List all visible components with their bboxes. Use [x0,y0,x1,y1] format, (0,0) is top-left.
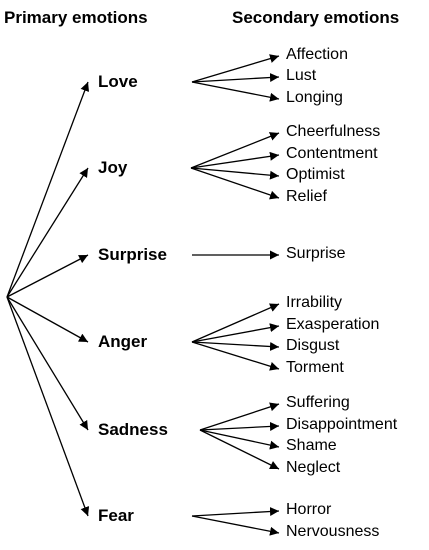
arrow-root-to-surprise [6,254,89,298]
secondary-emotion-nervousness: Nervousness [286,523,380,540]
arrow-joy-to-relief [190,167,280,200]
primary-emotion-surprise: Surprise [98,245,167,264]
primary-emotion-anger: Anger [98,332,148,351]
secondary-emotion-irrability: Irrability [286,294,343,311]
arrow-joy-to-cheerfulness [190,132,280,169]
arrow-sadness-to-neglect [199,429,280,470]
arrow-love-to-lust [191,73,280,83]
arrow-anger-to-exasperation [191,323,280,343]
arrow-anger-to-irrability [191,303,280,343]
arrow-root-to-love [6,81,90,298]
arrow-sadness-to-shame [199,429,280,450]
secondary-emotion-surprise: Surprise [286,245,346,262]
secondary-emotion-torment: Torment [286,359,344,376]
arrow-root-to-joy [6,167,89,298]
arrow-love-to-affection [191,54,280,83]
secondary-emotion-disappointment: Disappointment [286,416,398,433]
secondary-emotion-affection: Affection [286,46,348,63]
secondary-emotion-optimist: Optimist [286,166,345,183]
primary-emotion-fear: Fear [98,506,134,525]
arrow-anger-to-torment [191,341,280,371]
secondary-emotion-lust: Lust [286,67,317,84]
arrow-love-to-longing [191,81,280,102]
primary-emotions-header: Primary emotions [4,8,148,27]
secondary-emotion-contentment: Contentment [286,145,378,162]
arrow-root-to-fear [6,296,90,517]
secondary-emotion-cheerfulness: Cheerfulness [286,123,381,140]
primary-emotion-joy: Joy [98,158,128,177]
arrow-joy-to-optimist [190,167,280,180]
secondary-emotion-disgust: Disgust [286,337,340,354]
arrow-root-to-anger [6,296,89,343]
secondary-emotions-header: Secondary emotions [232,8,400,27]
arrow-sadness-to-suffering [199,402,280,431]
secondary-emotion-longing: Longing [286,89,343,106]
secondary-emotion-horror: Horror [286,501,332,518]
secondary-emotion-neglect: Neglect [286,459,341,476]
primary-emotion-love: Love [98,72,138,91]
secondary-emotion-relief: Relief [286,188,327,205]
secondary-emotion-exasperation: Exasperation [286,316,380,333]
secondary-emotion-shame: Shame [286,437,337,454]
arrow-anger-to-disgust [191,341,280,351]
arrow-sadness-to-disappointment [199,421,280,431]
arrow-joy-to-contentment [190,151,280,169]
arrow-fear-to-nervousness [191,515,280,536]
arrow-root-to-sadness [6,296,89,431]
secondary-emotion-suffering: Suffering [286,394,350,411]
primary-emotion-sadness: Sadness [98,420,168,439]
arrow-fear-to-horror [191,507,280,517]
